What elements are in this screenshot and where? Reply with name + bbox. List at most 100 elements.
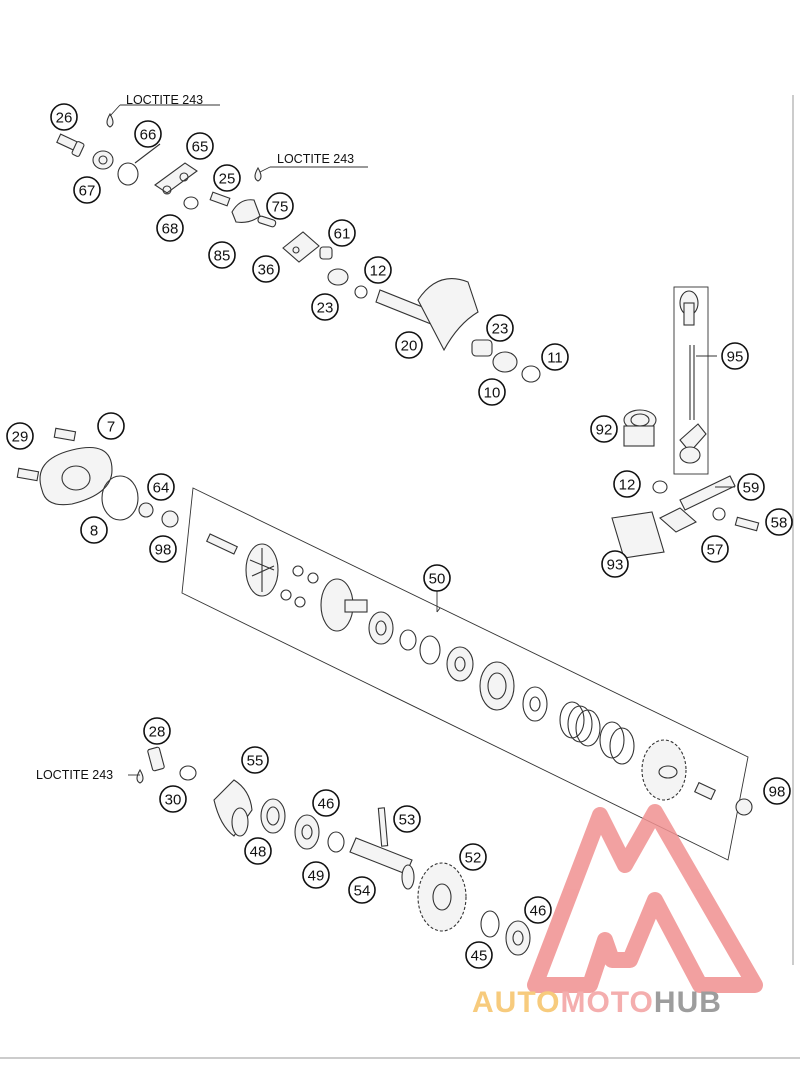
callout-circle — [186, 132, 214, 160]
callout-label: 25 — [219, 171, 236, 188]
callout-68: 68 — [156, 214, 184, 242]
callout-label: 55 — [247, 753, 264, 770]
part-oring-8 — [101, 475, 139, 521]
callout-93: 93 — [601, 550, 629, 578]
callout-label: 53 — [399, 812, 416, 829]
callout-circle — [737, 473, 765, 501]
callout-circle — [213, 164, 241, 192]
callout-label: 30 — [165, 792, 182, 809]
callout-12: 12 — [364, 256, 392, 284]
callout-label: 58 — [771, 515, 788, 532]
part-spring-66 — [117, 162, 139, 186]
callout-label: 92 — [596, 422, 613, 439]
logo-word-auto: AUTO — [472, 986, 560, 1019]
callout-label: 64 — [153, 480, 170, 497]
callout-circle — [423, 564, 451, 592]
part-circlip-45 — [480, 910, 500, 938]
part-shaft-59 — [679, 475, 736, 511]
callout-23: 23 — [486, 314, 514, 342]
callout-label: 36 — [258, 262, 275, 279]
part-cover-7 — [39, 446, 113, 506]
callout-label: 61 — [334, 226, 351, 243]
callout-53: 53 — [393, 805, 421, 833]
callout-52: 52 — [459, 843, 487, 871]
callout-46: 46 — [524, 896, 552, 924]
part-bolt-29 — [53, 427, 77, 442]
svg-text:AUTOMOTOHUB: AUTOMOTOHUB — [472, 986, 722, 1019]
callout-circle — [134, 120, 162, 148]
callout-49: 49 — [302, 861, 330, 889]
callout-25: 25 — [213, 164, 241, 192]
callout-label: 50 — [429, 571, 446, 588]
callout-circle — [524, 896, 552, 924]
callout-circle — [147, 473, 175, 501]
part-ring-11 — [521, 365, 541, 383]
part-gear-52 — [417, 862, 467, 932]
callout-50: 50 — [423, 564, 451, 592]
callout-label: 59 — [743, 480, 760, 497]
callout-circle — [721, 342, 749, 370]
left-cover-assembly — [16, 427, 179, 528]
callout-circle — [156, 214, 184, 242]
part-bolt-26 — [56, 133, 85, 157]
callout-57: 57 — [701, 535, 729, 563]
part-bush-23 — [471, 339, 493, 357]
callout-30: 30 — [159, 785, 187, 813]
callout-circle — [73, 176, 101, 204]
callout-label: 20 — [401, 338, 418, 355]
leader-lines — [109, 104, 735, 776]
callout-label: 49 — [308, 868, 325, 885]
callout-circle — [266, 192, 294, 220]
callout-label: 93 — [607, 557, 624, 574]
callout-circle — [541, 343, 569, 371]
callout-label: 75 — [272, 199, 289, 216]
callout-circle — [701, 535, 729, 563]
callout-11: 11 — [541, 343, 569, 371]
callout-8: 8 — [80, 516, 108, 544]
callout-label: 8 — [90, 523, 98, 540]
part-nut-98 — [735, 798, 753, 816]
callout-circle — [364, 256, 392, 284]
callout-label: 65 — [192, 139, 209, 156]
callout-55: 55 — [241, 746, 269, 774]
callout-circle — [208, 241, 236, 269]
callout-label: 12 — [370, 263, 387, 280]
callout-circle — [143, 717, 171, 745]
part-bush-23 — [327, 268, 349, 286]
lower-assembly — [136, 746, 531, 956]
part-pin-53 — [377, 807, 389, 847]
callout-label: 46 — [318, 796, 335, 813]
loctite-note: LOCTITE 243 — [277, 152, 354, 166]
callout-circle — [328, 219, 356, 247]
callout-circle — [244, 837, 272, 865]
part-plate-36 — [282, 231, 320, 263]
callout-23: 23 — [311, 293, 339, 321]
callout-98: 98 — [149, 535, 177, 563]
part-bearing-46 — [294, 814, 320, 850]
callout-circle — [149, 535, 177, 563]
right-assembly — [611, 286, 760, 559]
part-bolt-28 — [147, 746, 165, 772]
callout-label: 68 — [162, 221, 179, 238]
upper-assembly — [56, 112, 541, 383]
callout-circle — [393, 805, 421, 833]
part-61 — [319, 246, 333, 260]
callout-59: 59 — [737, 473, 765, 501]
part-frame-95 — [673, 286, 709, 475]
callout-circle — [590, 415, 618, 443]
part-washer-30 — [179, 765, 197, 781]
callout-label: 98 — [155, 542, 172, 559]
loctite-drop-icon — [254, 166, 262, 182]
callout-95: 95 — [721, 342, 749, 370]
loctite-drop-icon — [136, 768, 144, 784]
callout-10: 10 — [478, 378, 506, 406]
callout-label: 11 — [547, 350, 563, 367]
callout-circle — [613, 470, 641, 498]
callout-circle — [459, 843, 487, 871]
callout-7: 7 — [97, 412, 125, 440]
callout-circle — [159, 785, 187, 813]
part-10 — [492, 351, 518, 373]
assembly-frame-50 — [181, 487, 749, 861]
callout-circle — [601, 550, 629, 578]
part-pin-75 — [257, 215, 277, 228]
